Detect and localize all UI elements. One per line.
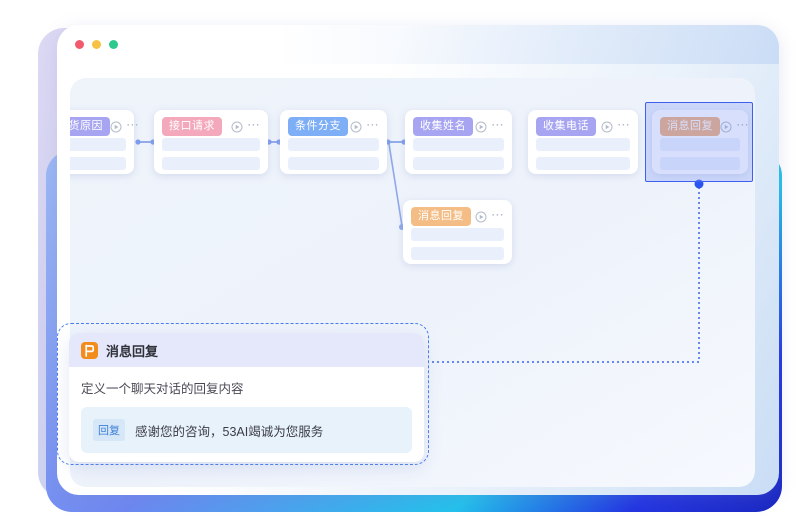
node-header: 条件分支 ⋯ — [280, 110, 387, 136]
node-label: 接口请求 — [162, 117, 222, 136]
run-node-icon[interactable] — [110, 121, 122, 133]
node-field-placeholder — [70, 138, 126, 151]
node-label: 消息回复 — [411, 207, 471, 226]
reply-tag: 回复 — [93, 419, 125, 441]
node-header: 接口请求 ⋯ — [154, 110, 268, 136]
flag-icon — [81, 341, 98, 359]
flow-node-message-reply[interactable]: 消息回复 ⋯ — [403, 200, 512, 264]
flow-node-api-request[interactable]: 接口请求 ⋯ — [154, 110, 268, 174]
node-field-placeholder — [288, 138, 379, 151]
app-window: 退货原因 ⋯ 接口请求 — [57, 25, 779, 495]
more-options-icon[interactable]: ⋯ — [126, 117, 139, 132]
more-options-icon[interactable]: ⋯ — [617, 117, 630, 132]
node-field-placeholder — [288, 157, 379, 170]
node-field-placeholder — [413, 157, 504, 170]
more-options-icon[interactable]: ⋯ — [366, 117, 379, 132]
node-field-placeholder — [162, 157, 260, 170]
close-window-button[interactable] — [75, 40, 84, 49]
run-node-icon[interactable] — [601, 121, 613, 133]
reply-preview: 回复 感谢您的咨询，53AI竭诚为您服务 — [81, 407, 412, 453]
node-field-placeholder — [413, 138, 504, 151]
node-label: 消息回复 — [660, 117, 720, 136]
reply-text: 感谢您的咨询，53AI竭诚为您服务 — [135, 424, 324, 439]
more-options-icon[interactable]: ⋯ — [247, 117, 260, 132]
detail-card-header: 消息回复 — [69, 333, 424, 367]
node-field-placeholder — [70, 157, 126, 170]
flow-node-collect-phone[interactable]: 收集电话 ⋯ — [528, 110, 638, 174]
node-header: 消息回复 ⋯ — [403, 200, 512, 226]
detail-title: 消息回复 — [106, 343, 159, 359]
flow-node-refund-reason[interactable]: 退货原因 ⋯ — [70, 110, 139, 174]
detail-card-body: 定义一个聊天对话的回复内容 回复 感谢您的咨询，53AI竭诚为您服务 — [69, 367, 424, 453]
minimize-window-button[interactable] — [92, 40, 101, 49]
flow-node-collect-name[interactable]: 收集姓名 ⋯ — [405, 110, 512, 174]
run-node-icon[interactable] — [475, 121, 487, 133]
more-options-icon[interactable]: ⋯ — [491, 117, 504, 132]
more-options-icon[interactable]: ⋯ — [736, 117, 749, 132]
node-label: 条件分支 — [288, 117, 348, 136]
more-options-icon[interactable]: ⋯ — [491, 207, 504, 222]
node-label: 退货原因 — [70, 117, 110, 136]
node-field-placeholder — [536, 138, 630, 151]
zoom-window-button[interactable] — [109, 40, 118, 49]
detail-description: 定义一个聊天对话的回复内容 — [81, 382, 244, 396]
node-label: 收集姓名 — [413, 117, 473, 136]
node-header: 退货原因 ⋯ — [70, 110, 139, 136]
node-field-placeholder — [660, 138, 740, 151]
node-field-placeholder — [411, 247, 504, 260]
node-detail-popover: 消息回复 定义一个聊天对话的回复内容 回复 感谢您的咨询，53AI竭诚为您服务 — [57, 323, 429, 465]
detail-card: 消息回复 定义一个聊天对话的回复内容 回复 感谢您的咨询，53AI竭诚为您服务 — [69, 333, 424, 462]
node-header: 收集姓名 ⋯ — [405, 110, 512, 136]
run-node-icon[interactable] — [475, 211, 487, 223]
window-titlebar — [57, 25, 779, 64]
node-field-placeholder — [411, 228, 504, 241]
node-field-placeholder — [162, 138, 260, 151]
node-header: 收集电话 ⋯ — [528, 110, 638, 136]
flow-node-condition-branch[interactable]: 条件分支 ⋯ — [280, 110, 387, 174]
run-node-icon[interactable] — [350, 121, 362, 133]
node-field-placeholder — [660, 157, 740, 170]
node-header: 消息回复 ⋯ — [652, 110, 749, 136]
node-field-placeholder — [536, 157, 630, 170]
run-node-icon[interactable] — [231, 121, 243, 133]
flow-node-message-reply-selected[interactable]: 消息回复 ⋯ — [652, 110, 749, 174]
node-selection-box[interactable] — [645, 102, 753, 182]
run-node-icon[interactable] — [720, 121, 732, 133]
node-label: 收集电话 — [536, 117, 596, 136]
